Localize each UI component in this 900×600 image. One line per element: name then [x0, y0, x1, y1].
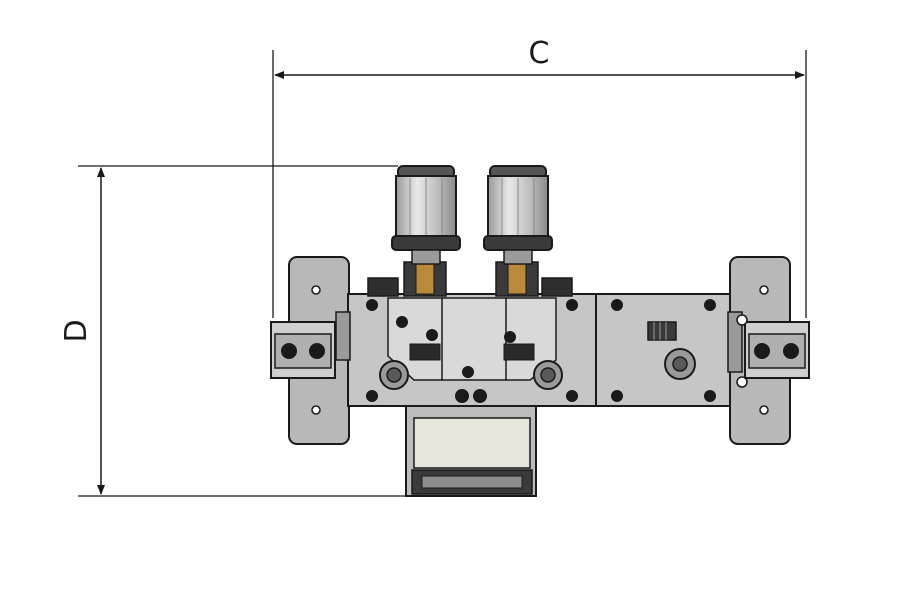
bolt-icon: [783, 343, 799, 359]
right-mounting-bracket: [729, 256, 810, 445]
bolt-icon: [281, 343, 297, 359]
device-assembly: [270, 165, 810, 497]
bolt-icon: [309, 343, 325, 359]
dimension-label-c: C: [529, 36, 550, 71]
dimension-c: C: [272, 36, 807, 318]
dimension-label-d: D: [59, 319, 94, 342]
dimension-d: D: [59, 165, 412, 497]
left-cylinder: [391, 165, 461, 265]
bolt-icon: [754, 343, 770, 359]
left-mounting-bracket: [270, 256, 350, 445]
base-block: [405, 403, 537, 497]
right-cylinder: [483, 165, 553, 265]
top-connectors: [367, 261, 573, 297]
valve-body: [335, 293, 748, 407]
